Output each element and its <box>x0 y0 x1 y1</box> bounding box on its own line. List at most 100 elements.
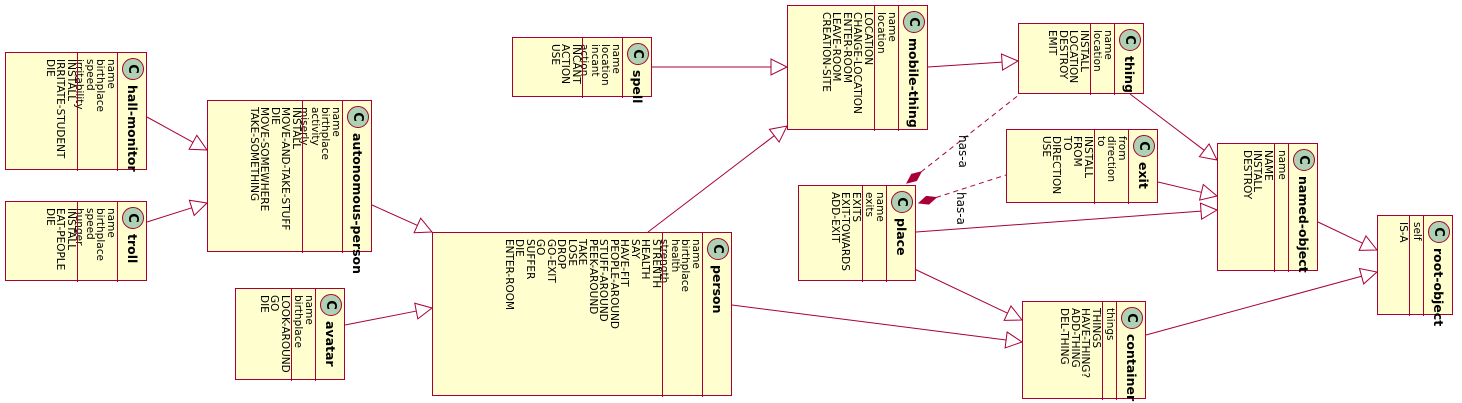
method: ADD-THING <box>1069 308 1081 368</box>
class-badge-icon: C <box>707 238 729 260</box>
class-badge-icon: C <box>903 11 925 33</box>
method: USE <box>549 44 561 65</box>
class-badge-icon: C <box>1428 221 1450 243</box>
class-badge-icon: C <box>347 106 369 128</box>
method: DROP <box>555 239 568 269</box>
field: speed <box>84 208 96 240</box>
class-methods: IS-A <box>1378 216 1410 316</box>
inheritance-arrowhead <box>1199 202 1219 220</box>
inheritance-line <box>1145 275 1362 336</box>
class-name: spell <box>630 70 646 104</box>
field: name <box>303 295 315 325</box>
method: IRRITATE-STUDENT <box>54 59 67 159</box>
field: incant <box>589 44 601 77</box>
class-badge-icon: C <box>320 294 342 316</box>
inheritance-line <box>1317 221 1363 244</box>
method: TO <box>1061 136 1073 151</box>
method: GO <box>268 295 281 312</box>
method: CHANGE-LOCATION <box>851 12 864 114</box>
method: DEL-THING <box>1058 308 1071 365</box>
class-badge-icon: C <box>627 43 649 65</box>
method: MOVE-AND-TAKE-STUFF <box>279 107 292 231</box>
field: direction <box>1105 136 1118 183</box>
field: birthplace <box>94 208 107 261</box>
method: DIRECTION <box>1050 136 1063 195</box>
inheritance-line <box>146 116 194 143</box>
method: HEALTH <box>639 239 652 280</box>
method: LEAVE-ROOM <box>830 12 843 82</box>
method: TAKE <box>576 239 589 266</box>
field: name <box>330 107 342 137</box>
class-name: root-object <box>1431 248 1447 327</box>
edge-label: has-a <box>956 135 970 168</box>
inheritance-arrowhead <box>1358 234 1379 251</box>
method: FROM <box>1071 136 1084 167</box>
inheritance-arrowhead <box>1198 183 1219 201</box>
method: EAT-PEOPLE <box>54 208 67 271</box>
method: EMIT <box>1046 30 1059 56</box>
method: USE <box>1040 136 1052 157</box>
class-badge-icon: C <box>1133 135 1155 157</box>
field: things <box>1104 308 1116 341</box>
class-fields: self <box>1410 216 1424 316</box>
class-badge-icon: C <box>122 207 144 229</box>
method: EXIT-TOWARDS <box>839 192 852 271</box>
field: name <box>1276 150 1288 180</box>
method: LOOK-AROUND <box>279 295 291 373</box>
inheritance-arrowhead <box>188 199 209 217</box>
field: name <box>610 44 622 74</box>
field: name <box>105 208 117 238</box>
inheritance-line <box>371 204 418 226</box>
method: CREATION-SITE <box>820 12 832 92</box>
inheritance-line <box>344 310 417 326</box>
class-name: person <box>710 265 726 314</box>
inheritance-line <box>927 61 1003 68</box>
method: DIE <box>513 239 526 257</box>
field: name <box>886 12 898 42</box>
inheritance-arrowhead <box>1003 304 1024 321</box>
class-name: avatar <box>323 321 339 367</box>
class-name: mobile-thing <box>906 38 922 128</box>
field: birthplace <box>319 107 332 160</box>
method: STRENTH <box>650 239 662 289</box>
inheritance-arrowhead <box>1004 331 1024 349</box>
inheritance-line <box>1157 181 1202 193</box>
method: GO <box>534 239 547 256</box>
method: DIE <box>44 208 56 226</box>
method: INSTALL <box>1251 150 1264 193</box>
method: SUFFER <box>524 239 536 280</box>
method: INSTALL <box>65 208 77 251</box>
field: from <box>1116 136 1128 161</box>
method: INSTALL <box>65 59 77 102</box>
method: INSTALL <box>1078 30 1090 73</box>
